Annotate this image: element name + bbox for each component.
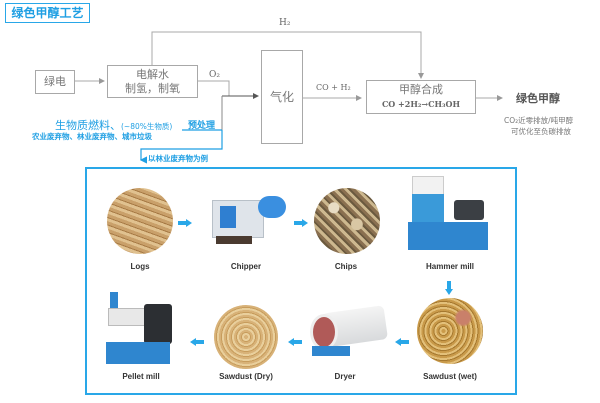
product-note-line1: CO₂近零排放/吨甲醇 xyxy=(504,116,574,125)
step-chipper: Chipper xyxy=(196,186,296,278)
arrow-h2 xyxy=(151,31,424,79)
product-label: 绿色甲醇 xyxy=(516,92,560,105)
process-panel xyxy=(85,167,517,395)
electrolysis-box: 电解水 制氢，制氧 xyxy=(107,65,198,98)
step-label: Sawdust (wet) xyxy=(423,372,477,381)
syngas-label: CO + H₂ xyxy=(316,83,351,92)
wood-chips-image xyxy=(314,188,380,254)
arrow-left-icon xyxy=(395,338,409,346)
hammer-mill-image xyxy=(408,176,492,252)
electrolysis-line1: 电解水 xyxy=(136,68,169,81)
green-power-box: 绿电 xyxy=(35,70,75,94)
step-dryer: Dryer xyxy=(300,304,390,388)
step-label: Chipper xyxy=(230,262,262,271)
step-label: Logs xyxy=(130,262,150,271)
step-logs: Logs xyxy=(104,188,176,278)
pretreatment-label: 预处理 xyxy=(188,121,216,131)
dry-sawdust-image xyxy=(214,305,278,369)
arrow-right-icon xyxy=(294,219,308,227)
step-hammer-mill: Hammer mill xyxy=(400,176,500,278)
synthesis-title: 甲醇合成 xyxy=(399,83,443,96)
step-label: Sawdust (Dry) xyxy=(219,372,273,381)
step-pellet-mill: Pellet mill xyxy=(98,292,184,388)
wet-sawdust-image xyxy=(417,298,483,364)
o2-label: O₂ xyxy=(209,70,220,80)
step-sawdust-wet: Sawdust (wet) xyxy=(410,298,490,388)
biomass-title: 生物质燃料、(~80%生物质) xyxy=(55,119,173,132)
step-label: Chips xyxy=(334,262,358,271)
step-chips: Chips xyxy=(310,188,382,278)
synthesis-box: 甲醇合成 CO +2H₂→CH₃OH xyxy=(366,80,476,114)
pellet-mill-image xyxy=(104,292,178,366)
rotary-dryer-image xyxy=(304,304,389,360)
step-label: Pellet mill xyxy=(122,372,160,381)
step-label: Hammer mill xyxy=(425,262,475,271)
example-label: 以林业废弃物为例 xyxy=(148,154,208,163)
arrow-o2 xyxy=(198,80,230,96)
arrow-left-icon xyxy=(190,338,204,346)
h2-label: H₂ xyxy=(279,18,291,28)
step-label: Dryer xyxy=(334,372,356,381)
arrow-example xyxy=(139,130,223,164)
arrow-down-icon xyxy=(445,281,453,295)
gasification-box: 气化 xyxy=(261,50,303,144)
arrow-left-icon xyxy=(288,338,302,346)
biomass-sources: 农业废弃物、林业废弃物、城市垃圾 xyxy=(32,132,152,141)
electrolysis-line2: 制氢，制氧 xyxy=(125,82,180,95)
chipper-machine-image xyxy=(206,192,288,246)
arrow-right-icon xyxy=(178,219,192,227)
product-note-line2: 可优化至负碳排放 xyxy=(511,127,571,136)
logs-image xyxy=(107,188,173,254)
step-sawdust-dry: Sawdust (Dry) xyxy=(206,305,286,388)
page-title: 绿色甲醇工艺 xyxy=(5,3,90,23)
synthesis-formula: CO +2H₂→CH₃OH xyxy=(381,99,461,109)
